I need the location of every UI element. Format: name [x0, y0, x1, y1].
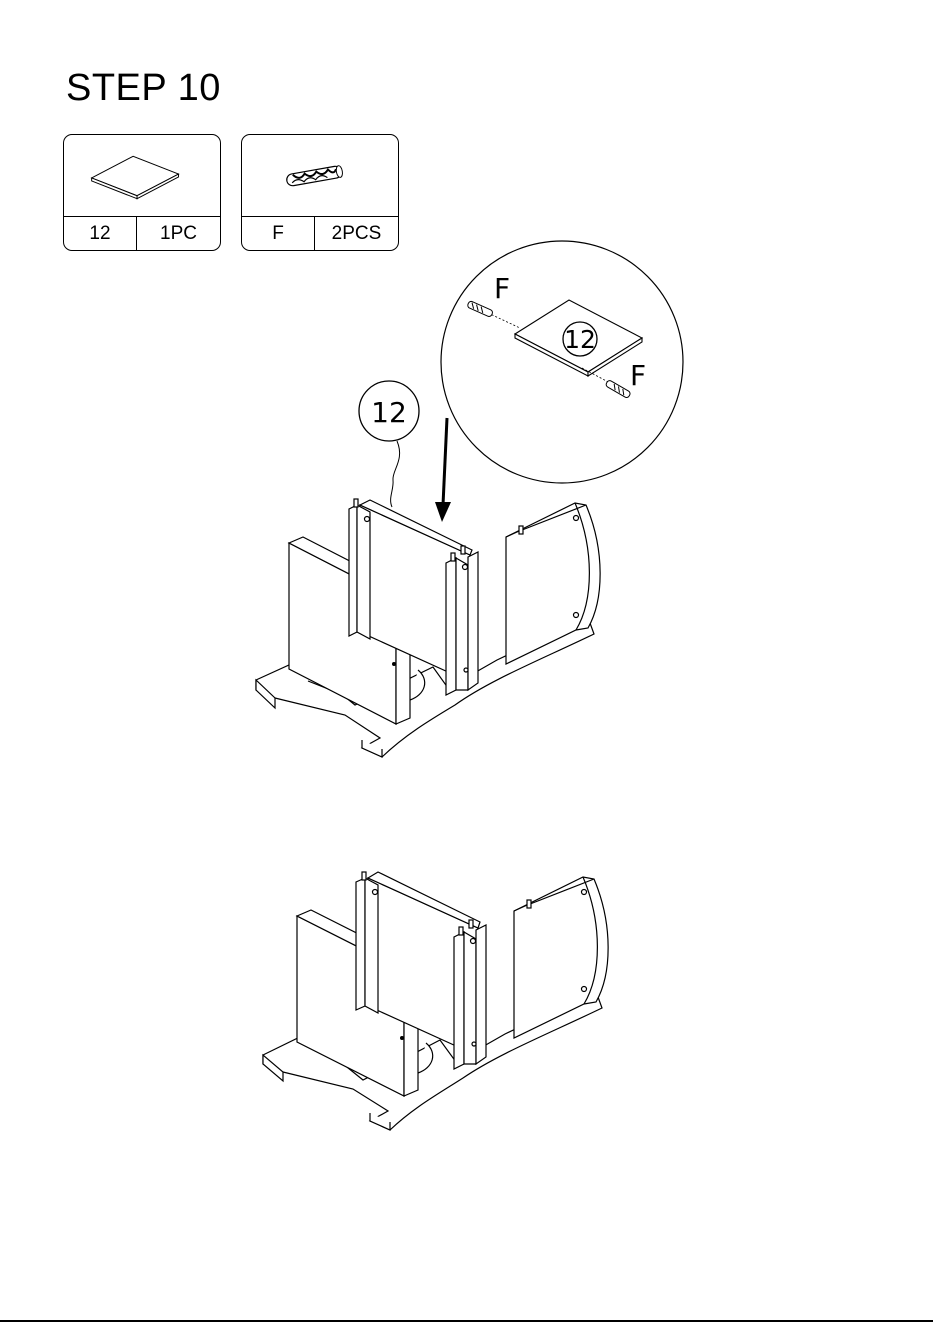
detail-label-panel: 12: [564, 325, 596, 354]
detail-label-f-bottom: F: [630, 359, 646, 392]
panel-callout: 12: [359, 381, 419, 507]
assembly-after: [263, 872, 608, 1130]
callout-label: 12: [371, 396, 407, 429]
insert-arrow: [435, 418, 451, 522]
detail-label-f-top: F: [494, 272, 510, 305]
detail-view: F F 12: [441, 241, 683, 483]
assembly-before: [256, 499, 600, 757]
